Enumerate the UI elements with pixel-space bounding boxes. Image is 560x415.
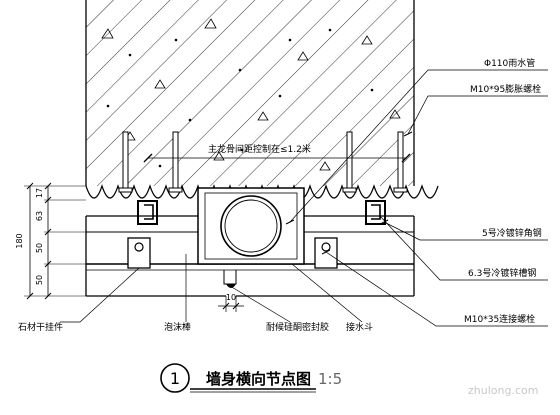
expansion-bolts <box>118 131 408 193</box>
dim-17: 17 <box>35 188 44 198</box>
dim-50a: 50 <box>35 243 44 253</box>
label-drain-pipe: Φ110雨水管 <box>484 57 535 69</box>
stone-hangers <box>127 237 338 269</box>
label-stone-hanger: 石材干挂件 <box>18 321 63 333</box>
channel-steel <box>144 204 381 220</box>
angle-steel <box>137 200 386 225</box>
label-keel-spacing: 主龙骨间距控制在≤1.2米 <box>208 143 311 155</box>
keel-spacing-dimension <box>143 153 411 163</box>
label-expansion-bolt: M10*95膨胀螺栓 <box>470 83 541 95</box>
label-channel-steel: 6.3号冷镀锌槽钢 <box>468 267 536 279</box>
leader-ticks <box>285 131 413 255</box>
label-sealant: 耐候硅酮密封胶 <box>266 321 329 333</box>
sealant-joint <box>223 270 237 288</box>
dim-joint: 10 <box>226 293 236 302</box>
concrete-wall <box>85 0 415 186</box>
dim-63: 63 <box>35 211 44 221</box>
watermark: zhulong.com <box>468 384 538 397</box>
left-dimension-chain <box>24 182 86 300</box>
dim-50b: 50 <box>35 275 44 285</box>
title-number-circle <box>160 363 190 393</box>
label-angle-steel: 5号冷镀锌角钢 <box>482 227 542 239</box>
title-scale: 1:5 <box>318 370 342 388</box>
label-connect-bolt: M10*35连接螺栓 <box>464 313 535 325</box>
dim-total: 180 <box>15 233 24 248</box>
title-text: 墙身横向节点图 <box>206 370 311 388</box>
joint-dimension <box>218 296 244 312</box>
label-water-hopper: 接水斗 <box>346 321 373 333</box>
drain-pipe <box>220 195 282 257</box>
leader-lines <box>60 69 548 327</box>
wavy-membrane <box>85 184 439 199</box>
label-foam-rod: 泡沫棒 <box>164 321 191 333</box>
title-number: 1 <box>170 369 180 388</box>
